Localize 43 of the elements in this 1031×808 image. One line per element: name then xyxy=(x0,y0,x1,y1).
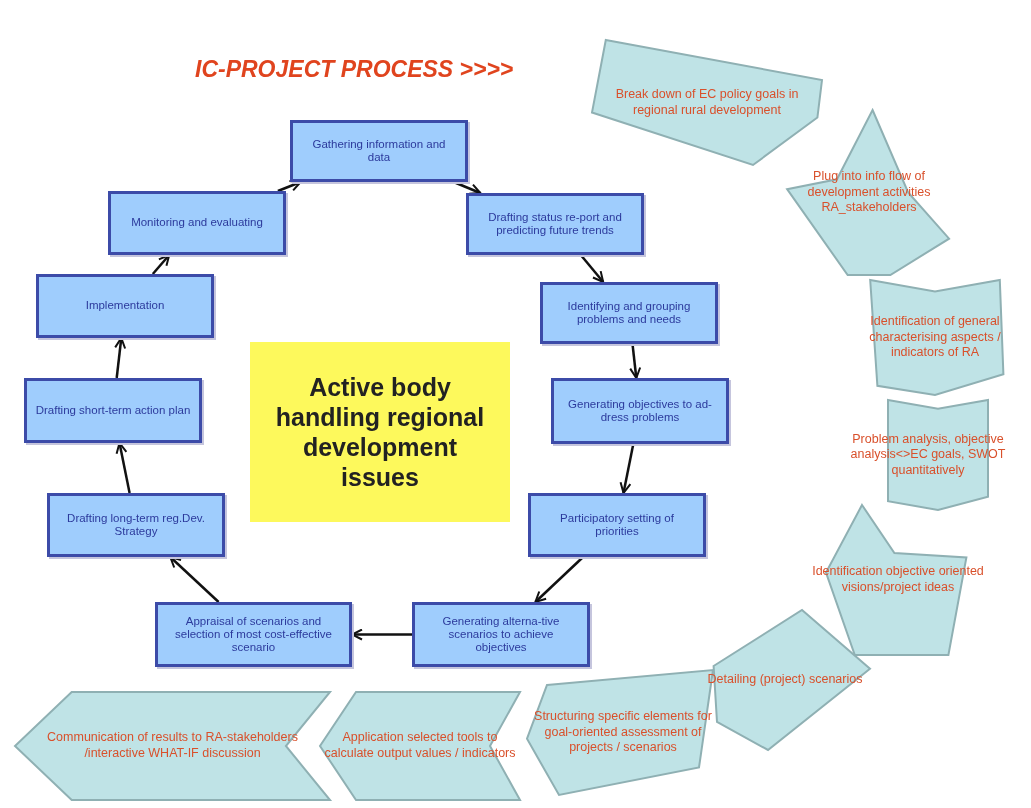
box-text: Implementation xyxy=(84,298,166,314)
step-text: Application selected tools to calculate output values / indicators xyxy=(323,730,517,762)
arrow xyxy=(115,442,131,494)
arrow xyxy=(534,556,584,603)
process-box xyxy=(466,193,644,255)
box-text: Appraisal of scenarios and selection of most cost-effective scenario xyxy=(174,613,333,656)
process-box xyxy=(540,282,718,344)
process-box xyxy=(24,378,202,443)
box-text: Generating alterna-tive scenarios to achieve objectives xyxy=(441,613,561,656)
process-box xyxy=(551,378,729,444)
step-text: Problem analysis, objective analysis<>EC goals, SWOT quantitatively xyxy=(849,431,1007,479)
arrow xyxy=(114,337,127,379)
arrow xyxy=(351,628,412,641)
arrow xyxy=(277,180,302,193)
step-text: Detailing (project) scenarios xyxy=(706,672,864,688)
step-text: Plug into info flow of development activities RA_stakeholders xyxy=(806,169,932,216)
step-text: Structuring specific elements for goal-oriented assessment of projects / scenarios xyxy=(533,709,713,756)
box-text: Drafting status re-port and predicting future trends xyxy=(487,209,623,238)
box-text: Drafting long-term reg.Dev. Strategy xyxy=(66,510,206,539)
box-text: Drafting short-term action plan xyxy=(34,402,192,418)
diagram-title: IC-PROJECT PROCESS >>>> xyxy=(195,56,514,83)
box-text: Participatory setting of priorities xyxy=(559,510,675,539)
box-text: Gathering information and data xyxy=(311,136,447,165)
process-box xyxy=(528,493,706,557)
arrow xyxy=(169,556,220,603)
process-box xyxy=(47,493,225,557)
process-box xyxy=(412,602,590,667)
step-text: Break down of EC policy goals in regional rural development xyxy=(614,86,800,119)
box-text: Identifying and grouping problems and needs xyxy=(566,298,692,327)
box-text: Active body handling regional development issues xyxy=(274,372,486,492)
process-box xyxy=(290,120,468,182)
step-text: Identification of general characterising aspects / indicators of RA xyxy=(868,314,1002,361)
arrow xyxy=(629,343,642,379)
process-box xyxy=(155,602,352,667)
process-box xyxy=(36,274,214,338)
arrow xyxy=(579,254,605,283)
arrow xyxy=(619,443,635,494)
process-box xyxy=(108,191,286,255)
step-text: Identification objective oriented visions/project ideas xyxy=(811,564,985,596)
box-text: Generating objectives to ad-dress problems xyxy=(567,396,713,425)
central-box xyxy=(250,342,510,522)
box-text: Monitoring and evaluating xyxy=(130,215,264,231)
arrow xyxy=(151,254,171,275)
